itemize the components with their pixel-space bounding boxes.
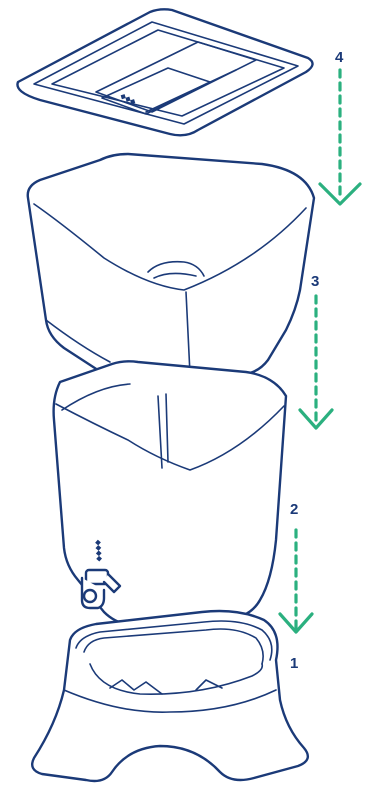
lid-part: ◆◆◆	[16, 8, 314, 137]
assembly-arrow-4	[318, 68, 362, 206]
assembly-arrow-3	[298, 294, 334, 430]
assembly-arrow-2	[278, 528, 314, 634]
step-number-2: 2	[290, 501, 298, 518]
upper-chamber-part	[26, 152, 316, 382]
step-number-1: 1	[290, 655, 298, 672]
lower-tank-part: ◆◆◆◆	[52, 360, 288, 628]
tank-logo: ◆◆◆◆	[94, 539, 103, 563]
step-number-4: 4	[335, 49, 344, 66]
step-number-3: 3	[311, 273, 319, 290]
tap-spigot	[80, 568, 122, 610]
stand-base-part	[31, 609, 310, 783]
